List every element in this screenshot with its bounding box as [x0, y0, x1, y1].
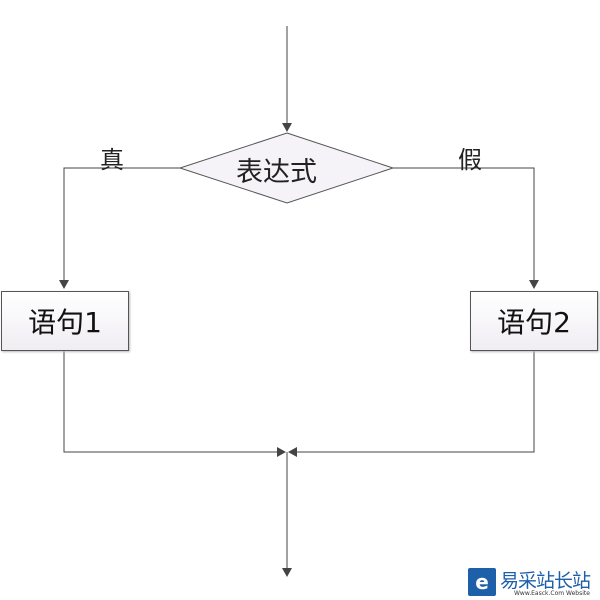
watermark-logo-icon: e: [468, 568, 496, 596]
merge-left-arrow: [63, 351, 286, 457]
true-branch-arrow: [59, 167, 180, 289]
watermark-subtitle: Www.Easck.Com Website: [514, 590, 590, 597]
watermark-title: 易采站长站: [500, 570, 591, 592]
statement1-box: 语句1: [1, 291, 129, 351]
condition-diamond: [178, 132, 395, 204]
condition-label: 表达式: [236, 157, 317, 188]
false-label: 假: [458, 146, 482, 174]
watermark: e 易采站长站 Www.Easck.Com Website: [464, 564, 600, 600]
false-branch-arrow: [393, 167, 539, 289]
merge-right-arrow: [288, 351, 535, 457]
statement2-box: 语句2: [470, 291, 598, 351]
true-label: 真: [100, 146, 124, 174]
